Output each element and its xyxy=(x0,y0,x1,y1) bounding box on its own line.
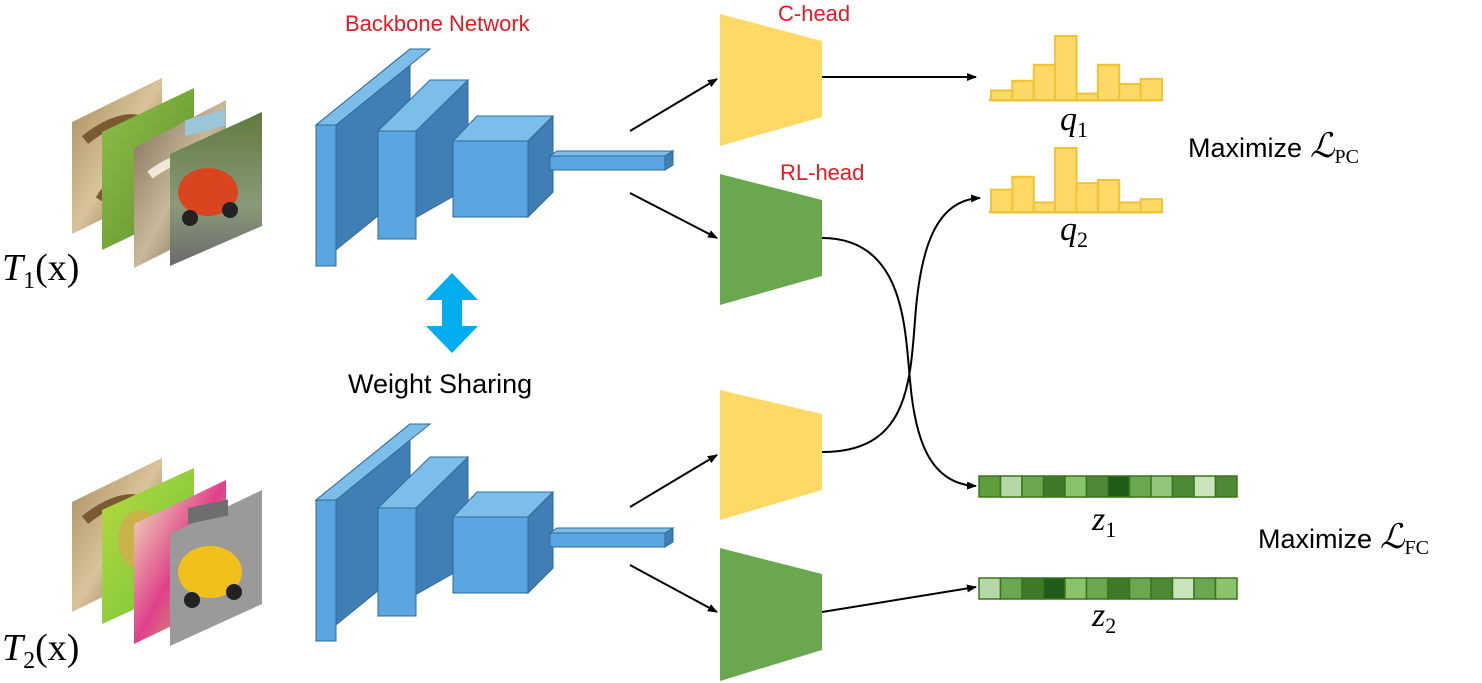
arrow-backbone-to-chead-bottom xyxy=(629,454,718,508)
histogram-q1 xyxy=(990,35,1163,102)
rl-head-top xyxy=(720,174,822,305)
hist-q2-bar-4 xyxy=(1075,182,1099,213)
weight-sharing-arrow-icon xyxy=(426,273,478,353)
backbone-top xyxy=(314,47,675,268)
backbone-bottom xyxy=(314,422,675,643)
vec-z2-cell-8 xyxy=(1150,577,1174,600)
input-stack-t2 xyxy=(72,458,262,646)
vec-z2-cell-6 xyxy=(1107,577,1131,600)
vec-z1-cell-9 xyxy=(1171,475,1195,498)
vec-z1-cell-6 xyxy=(1107,475,1131,498)
hist-q1-bar-7 xyxy=(1139,77,1163,101)
input-label-t1: T1(x) xyxy=(2,247,79,294)
weight-sharing-label: Weight Sharing xyxy=(348,369,532,399)
backbone-label: Backbone Network xyxy=(345,11,531,36)
hist-q2-bar-3 xyxy=(1054,147,1078,213)
arrow-chead-bottom-to-q2 xyxy=(821,194,981,453)
c-head-bottom xyxy=(720,390,822,520)
vec-z1-cell-10 xyxy=(1193,475,1217,498)
hist-q2-bar-5 xyxy=(1096,179,1121,213)
vec-z2-cell-9 xyxy=(1171,577,1195,600)
hist-q2-bar-6 xyxy=(1118,201,1142,213)
hist-q1-bar-1 xyxy=(1011,79,1035,102)
hist-q1-bar-3 xyxy=(1054,35,1078,101)
rl-head-bottom xyxy=(720,548,822,681)
output-label-z1: z1 xyxy=(1091,501,1116,542)
arrow-backbone-to-rlhead-bottom xyxy=(629,564,718,613)
input-stack-t1 xyxy=(72,78,262,268)
vec-z2-cell-3 xyxy=(1042,577,1066,600)
vec-z2-cell-1 xyxy=(999,577,1023,600)
vec-z2-cell-0 xyxy=(978,577,1002,600)
input-label-t2: T2(x) xyxy=(2,627,79,674)
hist-q2-bar-0 xyxy=(990,188,1014,214)
hist-q1-bar-2 xyxy=(1032,63,1057,102)
arrow-backbone-to-chead-top xyxy=(629,78,718,132)
vec-z1-cell-11 xyxy=(1214,475,1238,498)
vec-z2-cell-5 xyxy=(1085,577,1109,600)
vec-z1-cell-5 xyxy=(1085,475,1109,498)
vec-z1-cell-8 xyxy=(1150,475,1174,498)
arrow-backbone-to-rlhead-top xyxy=(629,192,718,239)
rl-head-label: RL-head xyxy=(780,160,864,185)
hist-q1-bar-5 xyxy=(1096,63,1121,102)
hist-q1-bar-0 xyxy=(990,89,1014,102)
hist-q2-bar-2 xyxy=(1032,201,1057,213)
arrow-rlhead-top-to-z1 xyxy=(821,237,977,490)
hist-q1-bar-4 xyxy=(1075,92,1099,101)
vec-z2-cell-4 xyxy=(1064,577,1088,600)
vec-z1-cell-7 xyxy=(1128,475,1152,498)
vec-z2-cell-7 xyxy=(1128,577,1152,600)
hist-q2-bar-7 xyxy=(1139,198,1163,213)
vec-z1-cell-1 xyxy=(999,475,1023,498)
vec-z2-cell-10 xyxy=(1193,577,1217,600)
hist-q2-bar-1 xyxy=(1011,175,1035,214)
output-label-z2: z2 xyxy=(1091,597,1116,638)
vec-z1-cell-3 xyxy=(1042,475,1066,498)
c-head-label: C-head xyxy=(778,1,850,26)
feature-vector-z2 xyxy=(978,577,1238,600)
arrow-rlhead-bottom-to-z2 xyxy=(821,584,977,613)
vec-z1-cell-2 xyxy=(1021,475,1045,498)
output-label-q1: q1 xyxy=(1060,101,1088,142)
c-head-top xyxy=(720,14,822,146)
vec-z1-cell-4 xyxy=(1064,475,1088,498)
vec-z2-cell-2 xyxy=(1021,577,1045,600)
vec-z1-cell-0 xyxy=(978,475,1002,498)
hist-q1-bar-6 xyxy=(1118,83,1142,101)
vec-z2-cell-11 xyxy=(1214,577,1238,600)
feature-vector-z1 xyxy=(978,475,1238,498)
output-label-q2: q2 xyxy=(1060,211,1088,252)
histogram-q2 xyxy=(990,147,1163,214)
